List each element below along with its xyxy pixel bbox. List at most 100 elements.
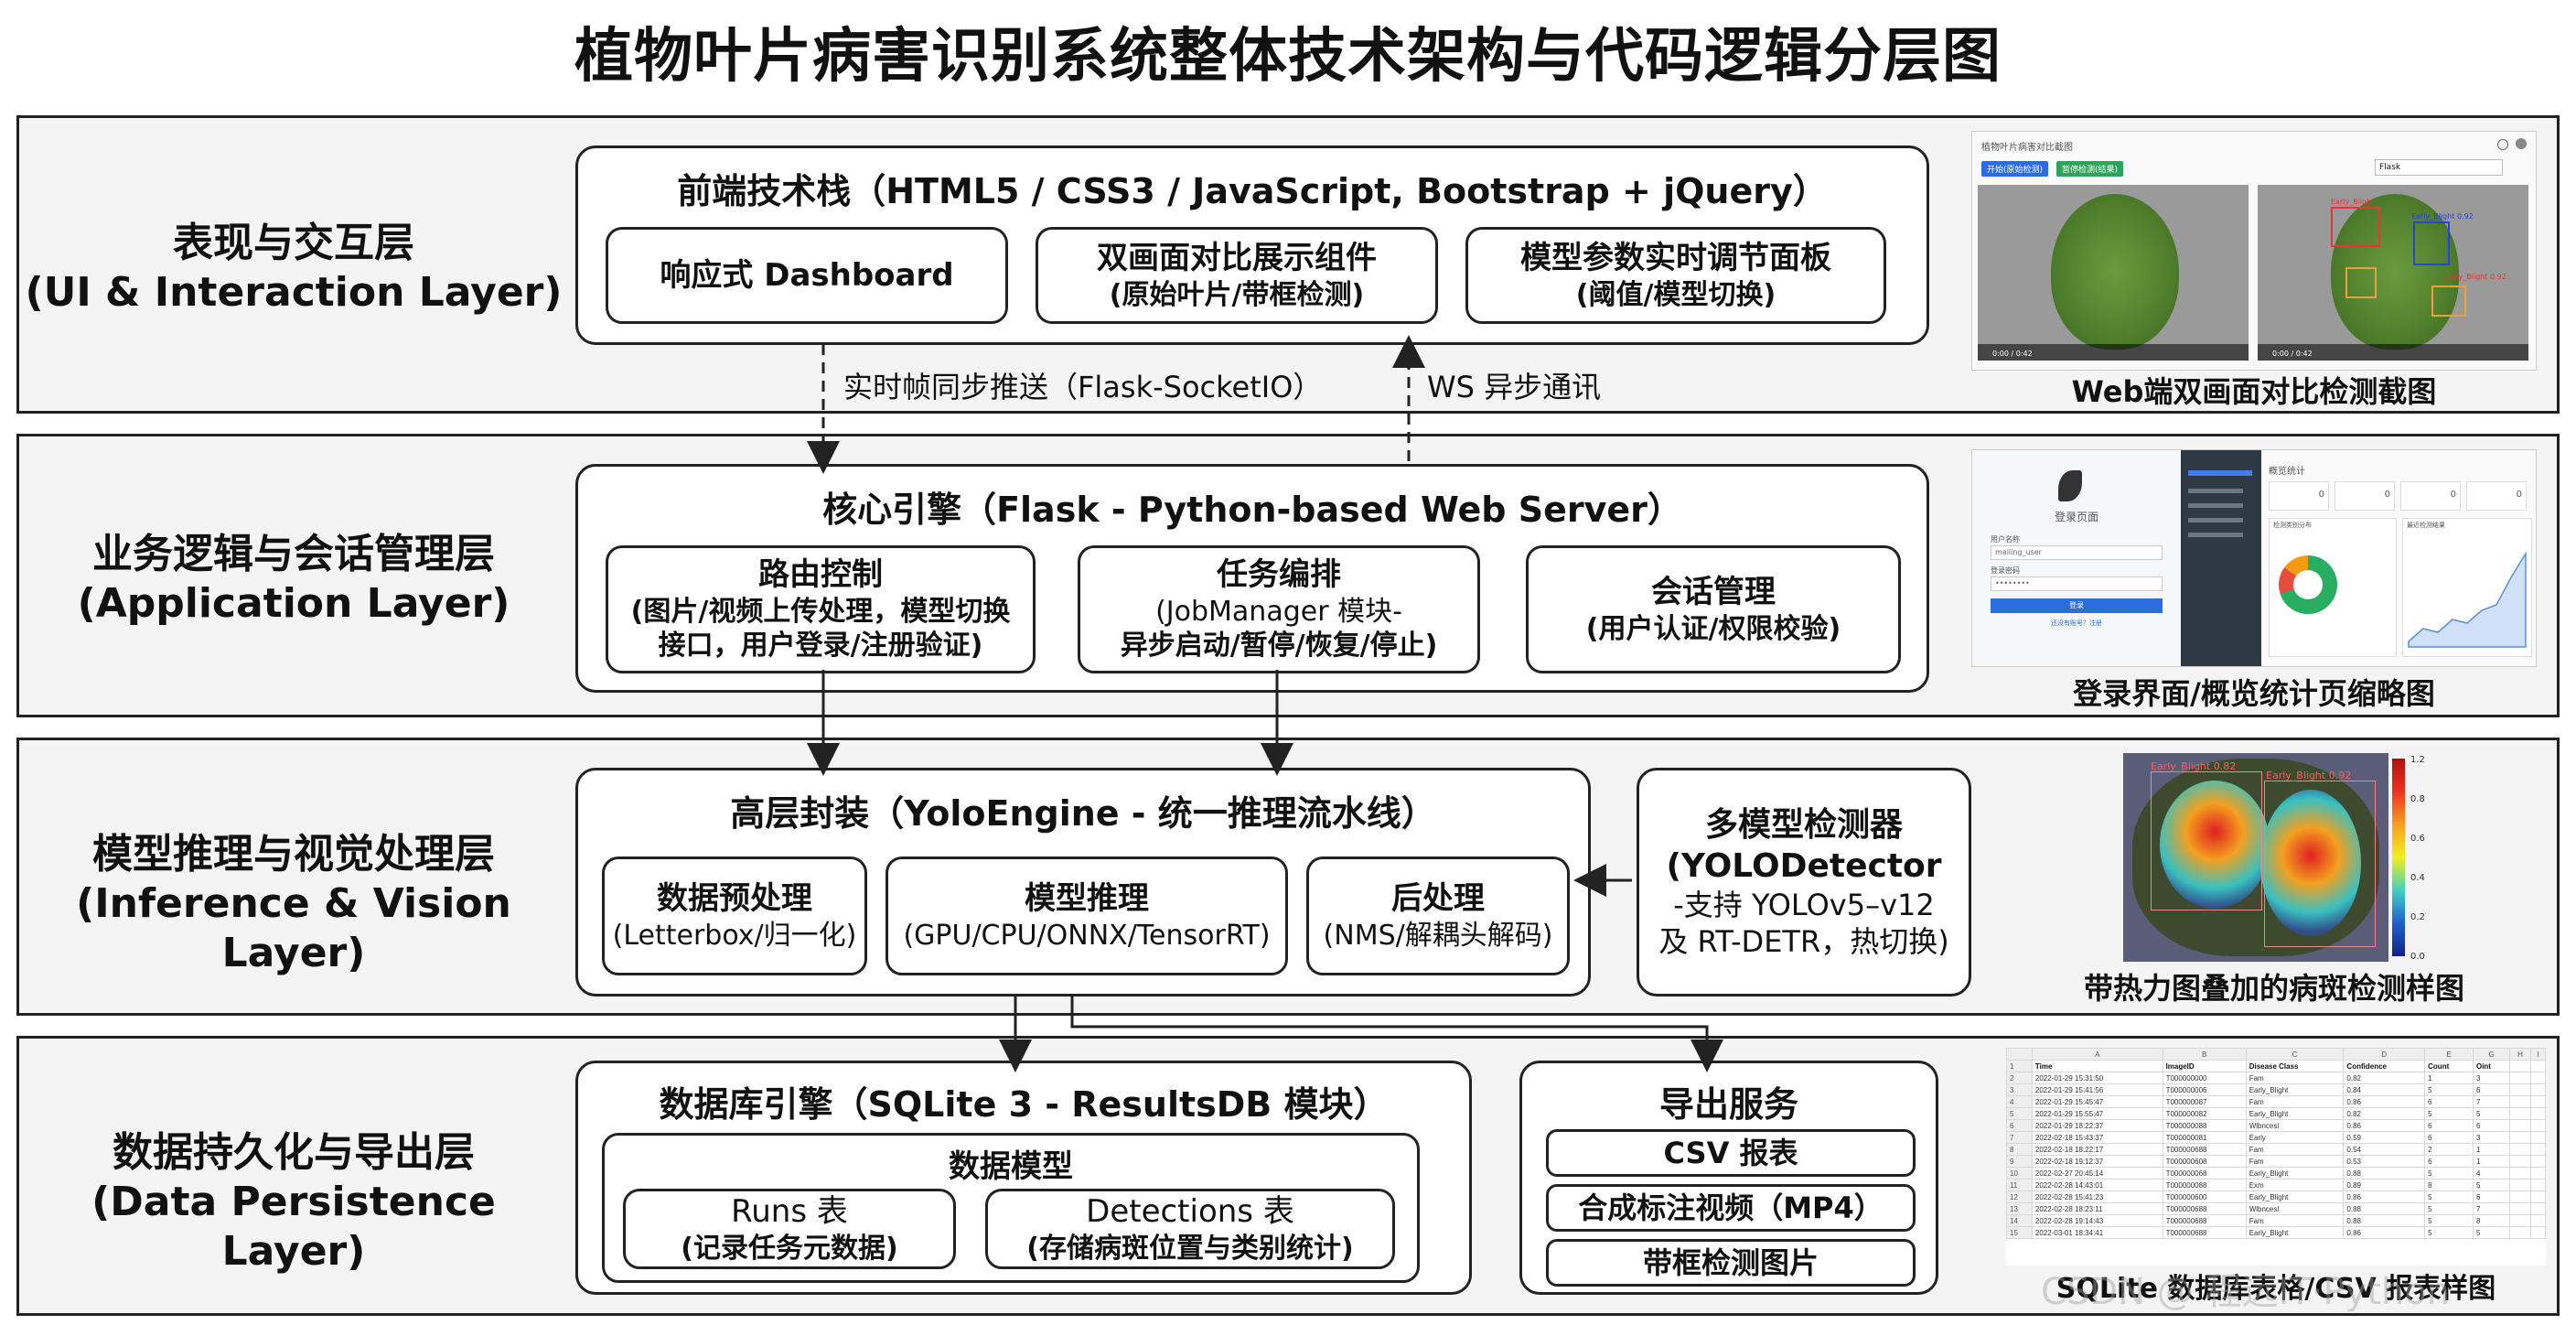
frontend-stack-box: 前端技术栈（HTML5 / CSS3 / JavaScript, Bootstr… [575,145,1929,345]
login-title: 登录页面 [2054,511,2098,523]
param-panel-box: 模型参数实时调节面板 (阈值/模型切换) [1465,227,1886,324]
empty-cell [2509,1226,2531,1239]
export-service-title: 导出服务 [1658,1084,1798,1125]
layer-inference: 模型推理与视觉处理层 (Inference & Vision Layer) 高层… [16,738,2560,1016]
video-controls[interactable] [1978,344,2249,361]
detect-label-1: Early_Blight [2331,198,2375,206]
screenshot-header: 植物叶片病害对比截图 [1981,143,2073,153]
caption-inference: 带热力图叠加的病斑检测样图 [2083,971,2464,1006]
frontend-stack-title: 前端技术栈（HTML5 / CSS3 / JavaScript, Bootstr… [677,171,1828,211]
realtime-push-label: 实时帧同步推送（Flask-SocketIO） [843,370,1323,404]
row-number: 10 [2006,1167,2033,1180]
stat-card-1: 0 [2269,481,2329,511]
detect-box-2 [2413,221,2450,265]
login-overview-screenshot: 登录页面 用户名称 mailing_user 登录密码 •••••••• 登录 … [1971,449,2537,667]
detect-label-2: Early_Blight 0.92 [2411,212,2474,221]
data-model-box: 数据模型 Runs 表 (记录任务元数据) Detections 表 (存储病斑… [602,1133,1420,1283]
stat-card-4: 0 [2466,481,2527,511]
username-input[interactable]: mailing_user [1991,545,2163,560]
web-dual-view-screenshot: 植物叶片病害对比截图 开始(原始检测) 暂停检测(结果) Flask 0:00 … [1971,131,2537,371]
csv-report-item: CSV 报表 [1546,1129,1916,1177]
heatmap-sample-image: Early_Blight 0.82 Early_Blight 0.92 [2123,753,2388,962]
stat-card-2: 0 [2334,481,2395,511]
row-number: 8 [2006,1143,2033,1156]
database-engine-box: 数据库引擎（SQLite 3 - ResultsDB 模块） 数据模型 Runs… [575,1061,1472,1295]
heatmap-colorbar [2392,759,2405,956]
heat-box-2 [2264,781,2376,947]
empty-cell [2529,1226,2546,1239]
original-leaf-video: 0:00 / 0:42 [1978,185,2249,361]
bell-icon [2497,139,2508,150]
export-service-box: 导出服务 CSV 报表 合成标注视频（MP4） 带框检测图片 [1519,1061,1938,1295]
detect-box-4 [2431,285,2466,317]
routing-control-box: 路由控制 (图片/视频上传处理，模型切换 接口，用户登录/注册验证) [606,545,1036,673]
donut-chart-title: 检测类别分布 [2273,522,2312,529]
layer-inference-title: 模型推理与视觉处理层 (Inference & Vision Layer) [76,831,511,976]
row-number: 13 [2006,1202,2033,1215]
caption-ui: Web端双画面对比检测截图 [2071,374,2437,409]
column-letter: A [2031,1048,2163,1061]
sidebar-item[interactable] [2188,470,2252,476]
avatar [2516,138,2527,149]
yolo-engine-title: 高层封装（YoloEngine - 统一推理流水线） [730,793,1436,834]
layer-ui-title: 表现与交互层 (UI & Interaction Layer) [25,220,563,316]
username-label: 用户名称 [1991,535,2020,544]
detect-box-1 [2331,207,2380,247]
register-link[interactable]: 还没有账号？注册 [2051,619,2102,627]
area-chart-title: 最近检测结果 [2407,522,2445,529]
row-number: 7 [2006,1131,2033,1144]
detected-leaf-video: Early_Blight Early_Blight 0.92 Early_Bli… [2258,185,2528,361]
password-input[interactable]: •••••••• [1991,576,2163,591]
leaf-image [2051,194,2179,350]
runs-table-box: Runs 表 (记录任务元数据) [623,1189,956,1269]
table-cell: T000000688 [2162,1226,2247,1239]
dashboard-sidebar [2181,450,2261,666]
sidebar-item[interactable] [2188,489,2243,493]
session-management-box: 会话管理 (用户认证/权限校验) [1526,545,1901,673]
area-chart-panel: 最近检测结果 [2402,518,2532,657]
watermark: CSDN @ 程远IT·Python [2041,1271,2451,1313]
pause-detect-button[interactable]: 暂停检测(结果) [2056,161,2124,177]
detect-box-3 [2345,267,2377,298]
caption-application: 登录界面/概览统计页缩略图 [2073,676,2435,711]
login-button[interactable]: 登录 [1991,598,2163,613]
column-letter: I [2529,1048,2546,1061]
postprocessing-box: 后处理 (NMS/解耦头解码) [1306,856,1570,975]
annotated-video-item: 合成标注视频（MP4） [1546,1184,1916,1232]
yolo-engine-box: 高层封装（YoloEngine - 统一推理流水线） 数据预处理 (Letter… [575,768,1591,996]
sidebar-item[interactable] [2188,533,2243,537]
sidebar-item[interactable] [2188,518,2243,522]
stat-card-3: 0 [2400,481,2461,511]
start-detect-button[interactable]: 开始(原始检测) [1981,161,2049,177]
ws-async-label: WS 异步通讯 [1427,370,1602,404]
database-engine-title: 数据库引擎（SQLite 3 - ResultsDB 模块） [659,1084,1389,1125]
video-time: 0:00 / 0:42 [1992,350,2033,358]
data-model-title: 数据模型 [949,1148,1073,1185]
sidebar-item[interactable] [2188,503,2243,508]
password-label: 登录密码 [1991,566,2020,575]
detection-image-item: 带框检测图片 [1546,1239,1916,1287]
heat-blob-2 [2260,790,2361,936]
colorbar-scale: 1.2 0.8 0.6 0.4 0.2 0.0 [2410,755,2425,962]
model-select[interactable]: Flask [2375,159,2503,176]
donut-chart-panel: 检测类别分布 [2269,518,2397,657]
column-letter: C [2245,1048,2345,1061]
layer-application: 业务逻辑与会话管理层 (Application Layer) 核心引擎（Flas… [16,434,2560,717]
layer-persistence-title: 数据持久化与导出层 (Data Persistence Layer) [91,1129,496,1275]
column-letter: B [2162,1048,2247,1061]
video-controls-2[interactable] [2258,344,2528,361]
task-orchestration-box: 任务编排 (JobManager 模块- 异步启动/暂停/恢复/停止) [1078,545,1480,673]
layer-application-title: 业务逻辑与会话管理层 (Application Layer) [77,531,510,627]
table-cell: 5 [2424,1226,2474,1239]
heat-label-2: Early_Blight 0.92 [2266,770,2352,781]
dashboard-main: 概览统计 0 0 0 0 检测类别分布 最近检测结果 [2261,450,2536,666]
stats-title: 概览统计 [2269,467,2305,477]
login-panel: 登录页面 用户名称 mailing_user 登录密码 •••••••• 登录 … [1972,450,2181,666]
